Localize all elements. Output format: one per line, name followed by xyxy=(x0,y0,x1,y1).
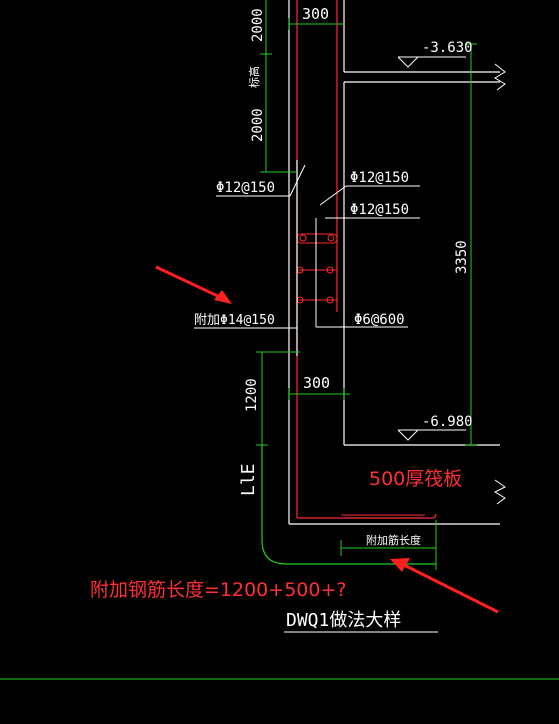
dim-vertical-top-1: 2000 xyxy=(250,8,266,42)
dimension-lines xyxy=(0,0,559,680)
leader-lines xyxy=(194,56,466,633)
rebar-additional: 附加Φ14@150 xyxy=(194,313,275,328)
dim-mid-width: 300 xyxy=(303,374,330,392)
dim-height-3350: 3350 xyxy=(454,240,470,274)
rebar-left-vertical: Φ12@150 xyxy=(216,180,275,196)
rebar-right-vertical: Φ12@150 xyxy=(350,170,409,186)
drawing-title: DWQ1做法大样 xyxy=(286,610,401,631)
formula-note: 附加钢筋长度=1200+500+? xyxy=(90,579,346,601)
rebar-tie: Φ6@600 xyxy=(354,312,405,328)
dim-vertical-top-2: 2000 xyxy=(250,108,266,142)
dim-lle: LlE xyxy=(238,463,259,496)
dim-vertical-1200: 1200 xyxy=(244,378,260,412)
rebar-lines xyxy=(296,0,437,519)
elevation-upper: -3.630 xyxy=(422,40,473,56)
rebar-right-horizontal: Φ12@150 xyxy=(350,202,409,218)
wall-outline xyxy=(288,0,506,525)
arrow-head-icon xyxy=(214,290,232,304)
raft-note: 500厚筏板 xyxy=(369,468,462,490)
dim-rotated-label: 标高 xyxy=(247,66,261,88)
arrow-head-icon xyxy=(390,558,410,572)
labels: 300 2000 标高 2000 -3.630 Φ12@150 Φ12@150 … xyxy=(90,5,473,631)
annotation-arrows xyxy=(155,265,499,614)
extra-length-label: 附加筋长度 xyxy=(366,533,421,547)
elevation-lower: -6.980 xyxy=(422,414,473,430)
dim-top-width: 300 xyxy=(302,5,329,23)
